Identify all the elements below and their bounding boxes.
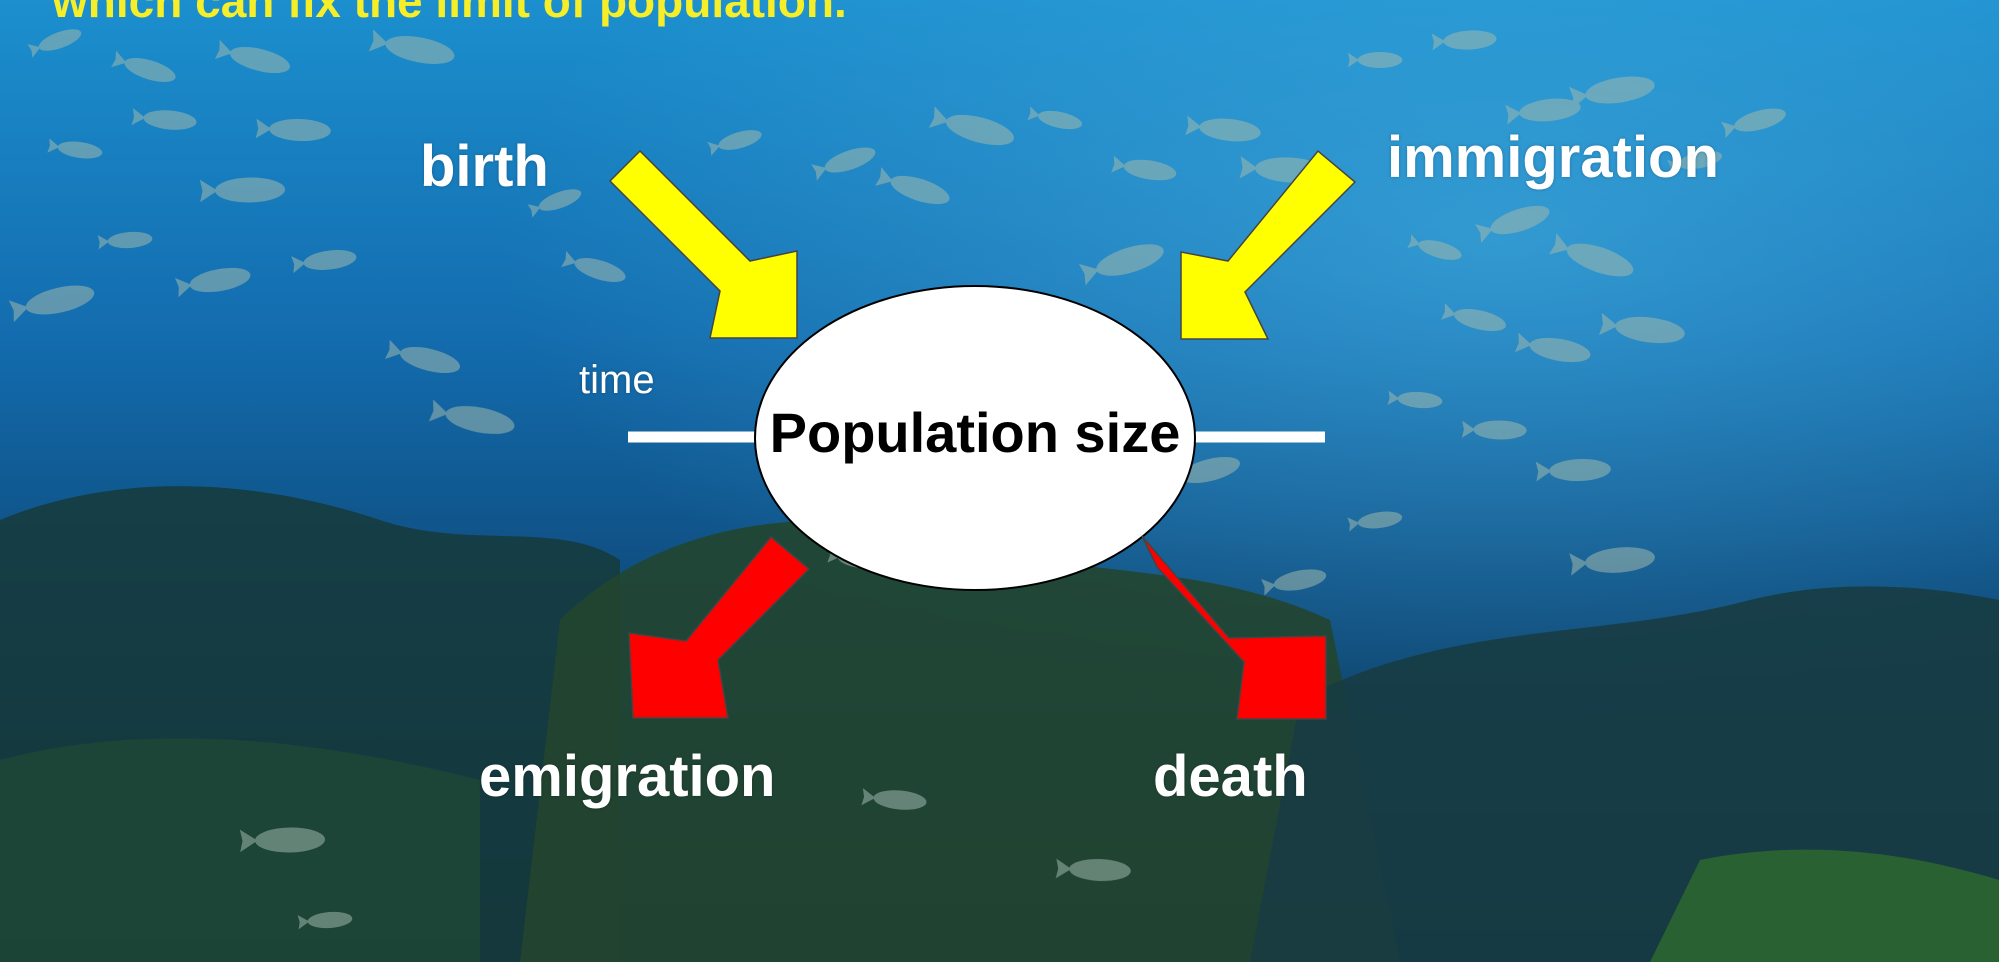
emigration-arrow (629, 537, 809, 718)
birth-arrow (610, 151, 797, 338)
population-size-label: Population size (755, 405, 1195, 461)
time-label: time (579, 360, 655, 400)
immigration-label: immigration (1387, 129, 1719, 187)
birth-label: birth (420, 138, 549, 196)
emigration-label: emigration (479, 748, 776, 806)
death-label: death (1153, 748, 1308, 806)
immigration-arrow (1181, 151, 1355, 339)
death-arrow (1142, 536, 1326, 719)
